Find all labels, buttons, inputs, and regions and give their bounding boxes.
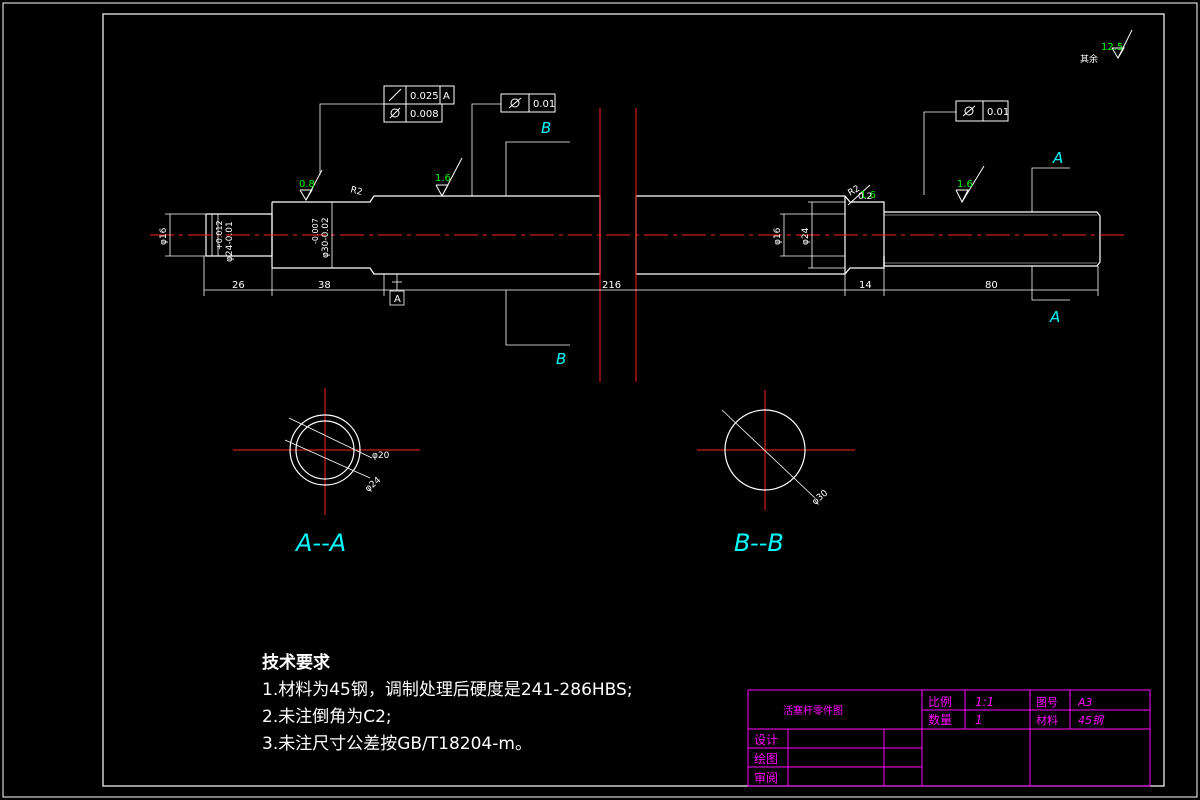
dim-tol-plus: +0.012	[215, 220, 224, 250]
gtol-right-value: 0.01	[987, 107, 1009, 118]
roughness-r2: 1.6	[435, 173, 451, 184]
dim-14: 14	[859, 280, 872, 291]
roughness-r1: 0.8	[299, 179, 315, 190]
dim-dia16-right: φ16	[773, 227, 783, 245]
dim-r-right-num: 0.2	[858, 192, 872, 202]
sec-a-dia24: φ24	[364, 475, 384, 494]
roughness-corner-text: 其余	[1080, 53, 1098, 65]
technical-requirements: 技术要求 1.材料为45钢，调制处理后硬度是241-286HBS; 2.未注倒角…	[262, 650, 633, 758]
dim-dia24-left: φ24-0.01	[225, 221, 235, 262]
tb-scale-label: 比例	[928, 695, 952, 709]
section-title-aa: A--A	[294, 529, 346, 557]
tb-scale-value: 1:1	[975, 695, 994, 709]
dim-tol-minus: -0.007	[311, 218, 320, 244]
tech-requirement-item-1: 1.材料为45钢，调制处理后硬度是241-286HBS;	[262, 680, 633, 700]
cut-mark-b-bottom: B	[556, 350, 566, 368]
tb-drawing-no-label: 图号	[1036, 696, 1058, 709]
dim-r-left: R2	[349, 185, 363, 198]
tech-requirement-item-2: 2.未注倒角为C2;	[262, 707, 392, 727]
title-block	[747, 689, 1151, 787]
tb-drafting-label: 绘图	[754, 751, 778, 766]
roughness-r4: 1.6	[957, 179, 973, 190]
tb-review-label: 审阅	[754, 770, 778, 785]
dim-dia16-left: φ16	[159, 227, 169, 245]
dim-dia30: φ30-0.02	[321, 217, 331, 258]
gtol-left-top-value: 0.025	[410, 91, 439, 102]
datum-a-label: A	[394, 294, 401, 305]
tech-requirement-item-3: 3.未注尺寸公差按GB/T18204-m。	[262, 734, 532, 754]
cut-mark-a-top: A	[1052, 149, 1063, 167]
cut-mark-a-bottom: A	[1049, 308, 1060, 326]
sheet-inner-border	[102, 13, 1165, 787]
gtol-middle-value: 0.01	[533, 99, 555, 110]
tolerance-frames	[383, 85, 1009, 123]
dimension-lines	[165, 103, 1099, 346]
tb-quantity-label: 数量	[928, 712, 952, 727]
section-b-b	[721, 409, 816, 499]
dim-38: 38	[318, 280, 331, 291]
section-title-bb: B--B	[734, 529, 784, 557]
cut-mark-b-top: B	[541, 119, 551, 137]
section-a-a	[284, 414, 373, 486]
sec-a-dia20: φ20	[372, 451, 390, 461]
gtol-left-bottom-value: 0.008	[410, 109, 439, 120]
dim-26: 26	[232, 280, 245, 291]
roughness-corner-value: 12.5	[1101, 42, 1123, 53]
roughness-symbols	[299, 29, 1133, 206]
tb-material-value: 45钢	[1078, 714, 1105, 727]
tb-material-label: 材料	[1036, 713, 1058, 727]
gtol-left-top-datum: A	[443, 91, 450, 102]
dim-216: 216	[602, 280, 621, 291]
tb-design-label: 设计	[754, 733, 778, 747]
tb-part-name: 活塞杆零件图	[783, 704, 843, 717]
tb-quantity-value: 1	[975, 713, 983, 727]
centerlines	[150, 108, 1125, 515]
dim-80: 80	[985, 280, 998, 291]
sec-b-dia30: φ30	[811, 488, 831, 507]
dim-dia24-right: φ24	[801, 227, 811, 245]
tech-requirements-title: 技术要求	[262, 653, 330, 673]
tb-drawing-no-value: A3	[1077, 696, 1093, 709]
roughness-r3: 1.6	[860, 190, 876, 201]
